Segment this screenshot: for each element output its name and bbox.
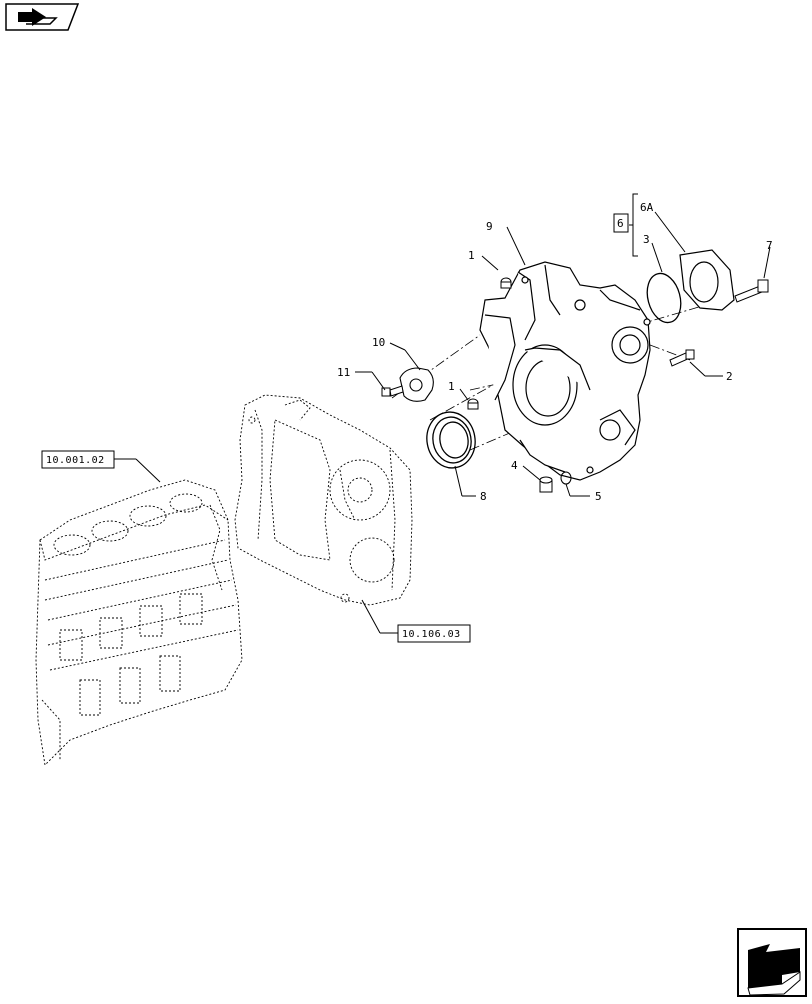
callout-6a: 6A: [640, 201, 654, 214]
bolt-7-part: [734, 279, 769, 303]
plug-1-upper-part: [500, 277, 512, 289]
seal-6a-part: [679, 249, 735, 311]
callout-11: 11: [337, 366, 350, 379]
callout-3: 3: [643, 233, 650, 246]
callout-6: 6: [617, 217, 624, 230]
group-bracket-6: [613, 193, 638, 257]
callout-9: 9: [486, 220, 493, 233]
callout-7: 7: [766, 239, 773, 252]
callout-4: 4: [511, 459, 518, 472]
reference-box-housing[interactable]: 10.106.03: [397, 624, 471, 643]
leader-lines: [355, 211, 771, 497]
o-ring-3-part: [646, 272, 682, 324]
callout-2: 2: [726, 370, 733, 383]
bolt-11-part: [381, 385, 404, 397]
callouts: 1 9 10 11 1 8 4 5 2 3 6A 6 7: [337, 201, 773, 503]
callout-10: 10: [372, 336, 385, 349]
reference-box-block[interactable]: 10.001.02: [41, 450, 115, 469]
callout-1-upper: 1: [468, 249, 475, 262]
next-page-arrow-icon[interactable]: [737, 928, 807, 997]
reference-label-block: 10.001.02: [46, 455, 105, 466]
timing-cover-illustration: [479, 261, 651, 481]
reference-label-housing: 10.106.03: [402, 629, 461, 640]
book-arrow-icon[interactable]: [5, 3, 80, 31]
engine-block-illustration: [35, 479, 243, 766]
seal-8-part: [426, 411, 476, 469]
gear-housing-illustration: [234, 394, 413, 606]
plug-1-lower-part: [467, 398, 479, 410]
callout-8: 8: [480, 490, 487, 503]
callout-1-lower: 1: [448, 380, 455, 393]
cover-plate-part: [399, 367, 434, 402]
plug-4-part: [539, 476, 553, 493]
callout-5: 5: [595, 490, 602, 503]
bolt-2-part: [669, 349, 695, 367]
